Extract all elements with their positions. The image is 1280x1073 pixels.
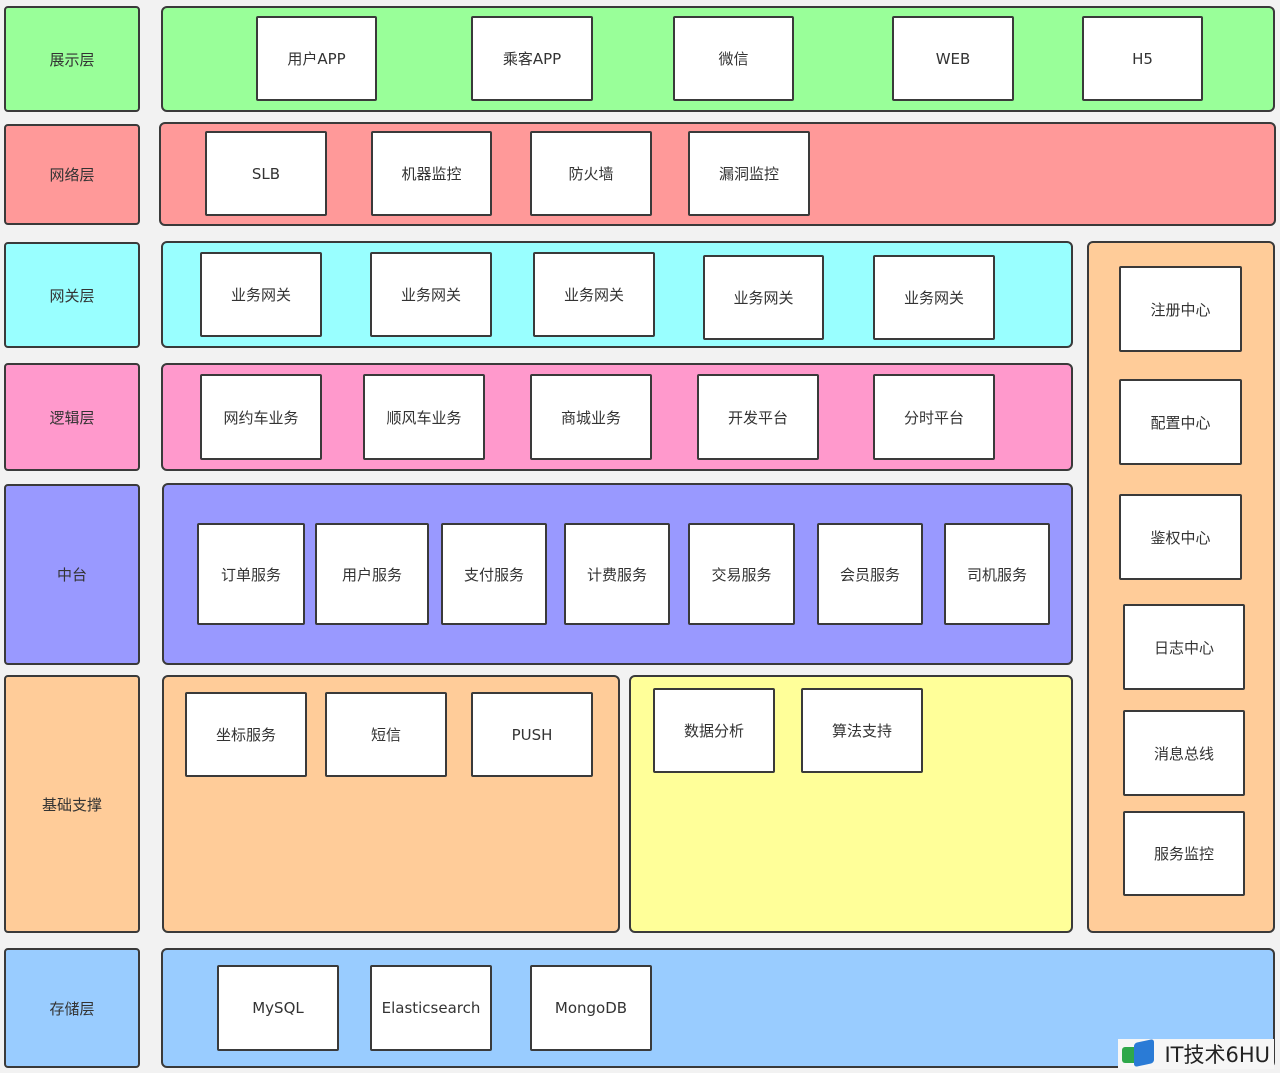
sidebar-item: 鉴权中心 xyxy=(1119,494,1242,580)
logic-item: 网约车业务 xyxy=(200,374,322,460)
gateway-item: 业务网关 xyxy=(873,255,995,340)
logic-item: 顺风车业务 xyxy=(363,374,485,460)
middle-item: 订单服务 xyxy=(197,523,305,625)
gateway-item: 业务网关 xyxy=(370,252,492,337)
foundation-item: PUSH xyxy=(471,692,593,777)
presentation-item: 用户APP xyxy=(256,16,377,101)
sidebar-item: 日志中心 xyxy=(1123,604,1245,690)
sidebar-item: 配置中心 xyxy=(1119,379,1242,465)
data-item: 数据分析 xyxy=(653,688,775,773)
sidebar-item: 服务监控 xyxy=(1123,811,1245,896)
foundation-item: 坐标服务 xyxy=(185,692,307,777)
network-item: 防火墙 xyxy=(530,131,652,216)
sidebar-item: 注册中心 xyxy=(1119,266,1242,352)
storage-band xyxy=(161,948,1275,1068)
storage-item: MongoDB xyxy=(530,965,652,1051)
sidebar-item: 消息总线 xyxy=(1123,710,1245,796)
layer-label-presentation: 展示层 xyxy=(4,6,140,112)
gateway-item: 业务网关 xyxy=(703,255,824,340)
storage-item: MySQL xyxy=(217,965,339,1051)
presentation-item: H5 xyxy=(1082,16,1203,101)
middle-item: 会员服务 xyxy=(817,523,923,625)
middle-item: 计费服务 xyxy=(564,523,670,625)
layer-label-gateway: 网关层 xyxy=(4,242,140,348)
presentation-item: WEB xyxy=(892,16,1014,101)
layer-label-logic: 逻辑层 xyxy=(4,363,140,471)
gateway-item: 业务网关 xyxy=(533,252,655,337)
network-item: SLB xyxy=(205,131,327,216)
foundation-item: 短信 xyxy=(325,692,447,777)
watermark-text: IT技术6HU xyxy=(1164,1043,1270,1067)
network-item: 漏洞监控 xyxy=(688,131,810,216)
gateway-item: 业务网关 xyxy=(200,252,322,337)
layer-label-network: 网络层 xyxy=(4,124,140,225)
layer-label-foundation: 基础支撑 xyxy=(4,675,140,933)
data-item: 算法支持 xyxy=(801,688,923,773)
middle-item: 用户服务 xyxy=(315,523,429,625)
watermark: IT技术6HU xyxy=(1118,1038,1274,1069)
presentation-item: 微信 xyxy=(673,16,794,101)
watermark-logo-icon xyxy=(1122,1038,1158,1068)
layer-label-middle: 中台 xyxy=(4,484,140,665)
middle-item: 支付服务 xyxy=(441,523,547,625)
presentation-item: 乘客APP xyxy=(471,16,593,101)
logic-item: 商城业务 xyxy=(530,374,652,460)
middle-item: 交易服务 xyxy=(688,523,795,625)
logic-item: 分时平台 xyxy=(873,374,995,460)
logic-item: 开发平台 xyxy=(697,374,819,460)
middle-item: 司机服务 xyxy=(944,523,1050,625)
layer-label-storage: 存储层 xyxy=(4,948,140,1068)
storage-item: Elasticsearch xyxy=(370,965,492,1051)
network-item: 机器监控 xyxy=(371,131,492,216)
